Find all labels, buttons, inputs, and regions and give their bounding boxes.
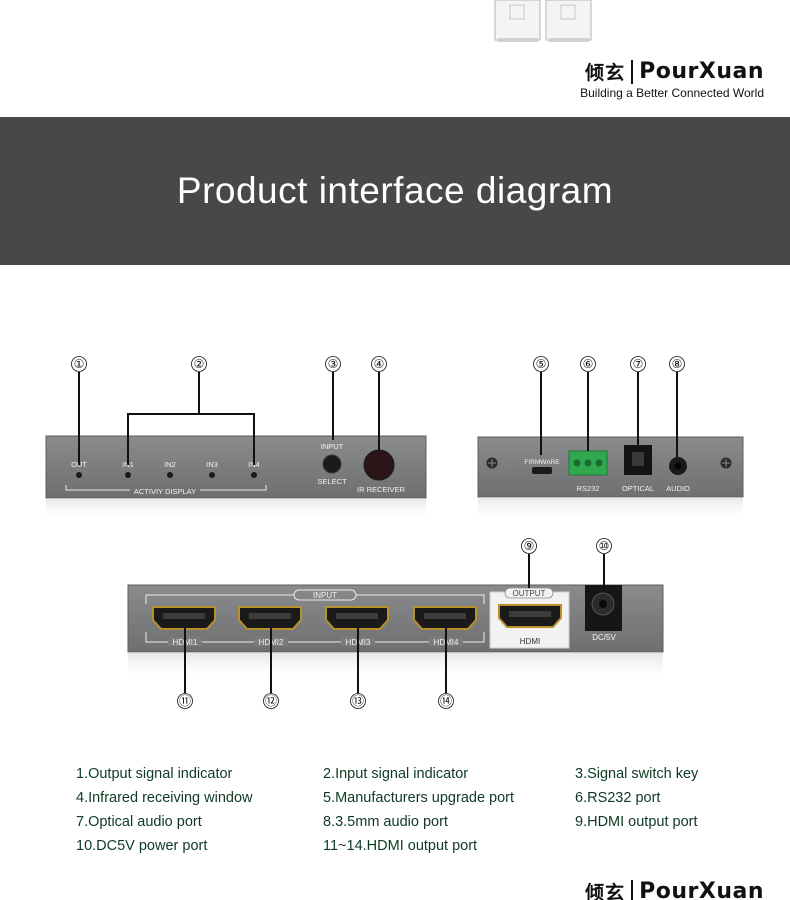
legend-item: 3.Signal switch key	[575, 766, 698, 782]
select-label: SELECT	[317, 477, 347, 486]
legend-item: 1.Output signal indicator	[76, 766, 232, 782]
callout-number: ⑦	[633, 357, 644, 371]
indicator-label: IN3	[206, 460, 218, 469]
legend-item: 7.Optical audio port	[76, 814, 202, 830]
brand-tagline: Building a Better Connected World	[580, 86, 764, 100]
legend-item: 4.Infrared receiving window	[76, 790, 253, 806]
callout-7: ⑦	[631, 357, 646, 446]
callout-number: ⑤	[536, 357, 547, 371]
hdmi-panel: INPUT HDMI1 HDMI2 HDMI3 HDMI4	[128, 585, 663, 682]
brand-english-name: PourXuan	[639, 59, 764, 84]
legend-item: 2.Input signal indicator	[323, 766, 468, 782]
brand-english-name: PourXuan	[639, 879, 764, 900]
port-legend: 1.Output signal indicator 2.Input signal…	[0, 766, 790, 866]
legend-item: 9.HDMI output port	[575, 814, 698, 830]
input-label: INPUT	[321, 442, 344, 451]
brand-separator	[631, 60, 633, 84]
firmware-label: FIRMWARE	[524, 459, 560, 466]
indicator-label: IN2	[164, 460, 176, 469]
callout-number: ③	[328, 357, 339, 371]
brand-chinese-name: 倾玄	[585, 878, 625, 900]
output-group-label: OUTPUT	[513, 589, 546, 598]
rs232-label: RS232	[577, 484, 600, 493]
legend-item: 10.DC5V power port	[76, 838, 207, 854]
input-group-label: INPUT	[313, 591, 337, 600]
rear-panel: FIRMWARE RS232 OPTICAL AUDIO	[478, 437, 743, 521]
callout-10: ⑩	[597, 539, 612, 591]
brand-logo-bottom: 倾玄 PourXuan	[585, 878, 764, 900]
legend-item: 8.3.5mm audio port	[323, 814, 448, 830]
brand-chinese-name: 倾玄	[585, 58, 625, 85]
speaker-product-image	[490, 0, 600, 46]
callout-9: ⑨	[522, 539, 537, 589]
ir-receiver-label: IR RECEIVER	[357, 485, 406, 494]
callout-number: ⑧	[672, 357, 683, 371]
legend-item: 11~14.HDMI output port	[323, 838, 477, 854]
select-button	[323, 455, 341, 473]
optical-label: OPTICAL	[622, 484, 654, 493]
legend-item: 6.RS232 port	[575, 790, 660, 806]
callout-number: ⑬	[352, 694, 364, 708]
callout-number: ①	[74, 357, 85, 371]
firmware-port	[532, 467, 552, 474]
legend-item: 5.Manufacturers upgrade port	[323, 790, 514, 806]
page-title: Product interface diagram	[0, 170, 790, 212]
hdmi-output-label: HDMI	[520, 637, 540, 646]
front-panel: OUT IN1 IN2 IN3 IN4 ACTIVIY DISPLAY INPU…	[46, 436, 426, 522]
dc-power-label: DC/5V	[592, 633, 616, 642]
callout-number: ⑫	[265, 694, 277, 708]
device-diagram: OUT IN1 IN2 IN3 IN4 ACTIVIY DISPLAY INPU…	[0, 340, 790, 720]
callout-3: ③	[326, 357, 341, 441]
callout-number: ⑪	[179, 694, 191, 708]
callout-number: ⑭	[440, 694, 452, 708]
callout-number: ⑩	[599, 539, 610, 553]
callout-number: ②	[194, 357, 205, 371]
callout-number: ⑥	[583, 357, 594, 371]
audio-label: AUDIO	[666, 484, 690, 493]
brand-logo-top: 倾玄 PourXuan Building a Better Connected …	[580, 58, 764, 100]
callout-number: ⑨	[524, 539, 535, 553]
callout-number: ④	[374, 357, 385, 371]
brand-separator	[631, 880, 633, 900]
ir-receiver-window	[364, 450, 394, 480]
activity-display-label: ACTIVIY DISPLAY	[134, 487, 196, 496]
